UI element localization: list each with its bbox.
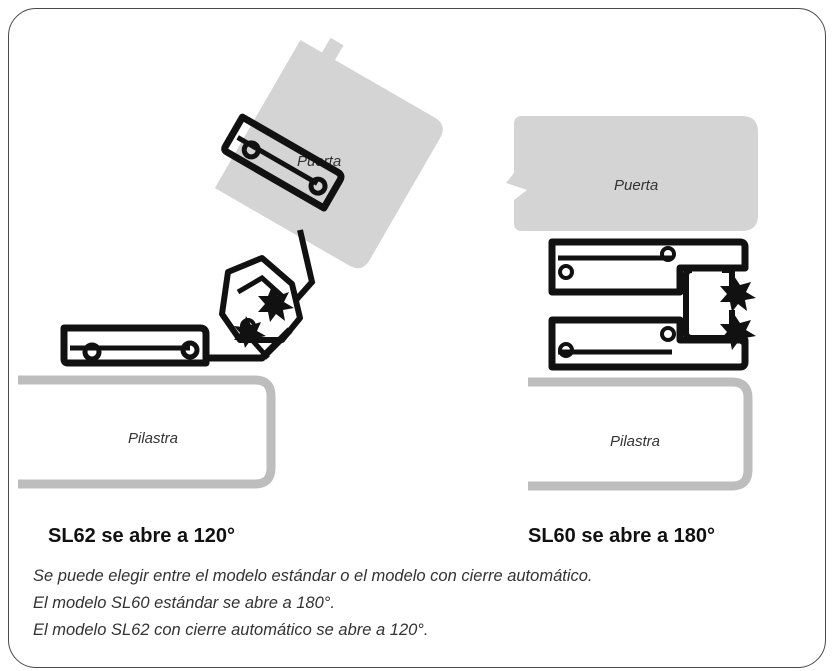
right-door-label: Puerta bbox=[614, 177, 658, 194]
left-diagram: Pilastra Puerta bbox=[18, 37, 443, 489]
right-hinge-profile bbox=[548, 238, 756, 371]
left-door-shape bbox=[214, 37, 443, 269]
right-pilaster-shape bbox=[528, 377, 753, 491]
note-line: El modelo SL60 estándar se abre a 180°. bbox=[33, 594, 335, 612]
right-door-shape bbox=[506, 116, 758, 231]
left-pilaster-label: Pilastra bbox=[128, 430, 178, 447]
left-pilaster-shape bbox=[18, 375, 276, 489]
right-caption: SL60 se abre a 180° bbox=[528, 525, 716, 547]
notes-list: Se puede elegir entre el modelo estándar… bbox=[33, 563, 593, 644]
right-diagram: Pilastra Puerta bbox=[506, 116, 758, 491]
note-line: El modelo SL62 con cierre automático se … bbox=[33, 621, 429, 639]
right-pilaster-label: Pilastra bbox=[610, 433, 660, 450]
note-line: Se puede elegir entre el modelo estándar… bbox=[33, 567, 593, 585]
diagram-frame bbox=[8, 8, 826, 668]
left-hinge-profile bbox=[60, 113, 345, 367]
left-caption: SL62 se abre a 120° bbox=[48, 525, 236, 547]
